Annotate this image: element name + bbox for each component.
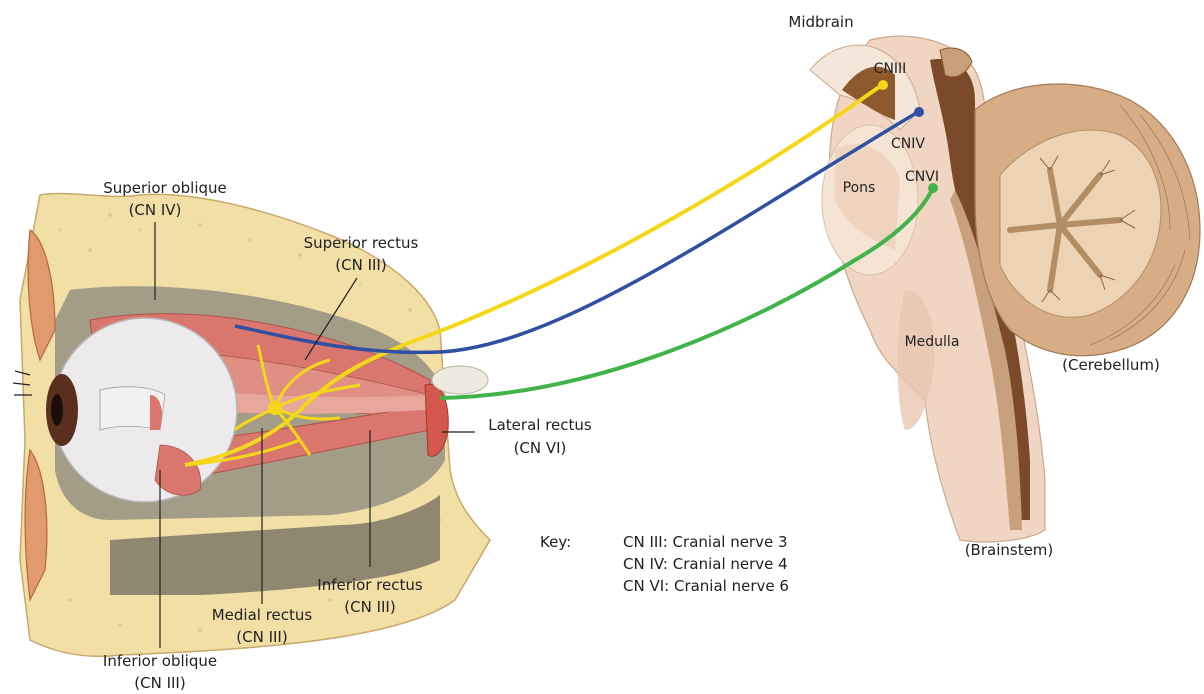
label-medial-rectus: Medial rectus: [212, 606, 313, 624]
label-medial-rectus-cn: (CN III): [236, 628, 287, 646]
label-inferior-oblique-cn: (CN III): [134, 674, 185, 692]
key-item-cn3: CN III: Cranial nerve 3: [623, 533, 788, 551]
key-title: Key:: [540, 533, 571, 551]
label-cn3: CNIII: [874, 61, 907, 77]
label-superior-oblique-cn: (CN IV): [129, 201, 182, 219]
label-superior-oblique: Superior oblique: [103, 179, 227, 197]
label-medulla: Medulla: [905, 334, 960, 350]
label-lateral-rectus-cn: (CN VI): [514, 439, 567, 457]
key-item-cn4: CN IV: Cranial nerve 4: [623, 555, 788, 573]
label-pons: Pons: [843, 180, 876, 196]
label-cn4: CNIV: [891, 136, 925, 152]
label-cn6: CNVI: [905, 169, 939, 185]
label-cerebellum: (Cerebellum): [1062, 356, 1160, 374]
label-inferior-rectus: Inferior rectus: [317, 576, 423, 594]
label-lateral-rectus: Lateral rectus: [488, 416, 592, 434]
key-item-cn6: CN VI: Cranial nerve 6: [623, 577, 789, 595]
label-brainstem: (Brainstem): [965, 541, 1054, 559]
label-superior-rectus: Superior rectus: [304, 234, 419, 252]
label-midbrain: Midbrain: [788, 13, 853, 31]
label-superior-rectus-cn: (CN III): [335, 256, 386, 274]
label-inferior-oblique: Inferior oblique: [103, 652, 217, 670]
legend-key: Key: CN III: Cranial nerve 3 CN IV: Cran…: [540, 533, 789, 595]
cerebellum-illustration: [975, 84, 1200, 356]
label-inferior-rectus-cn: (CN III): [344, 598, 395, 616]
